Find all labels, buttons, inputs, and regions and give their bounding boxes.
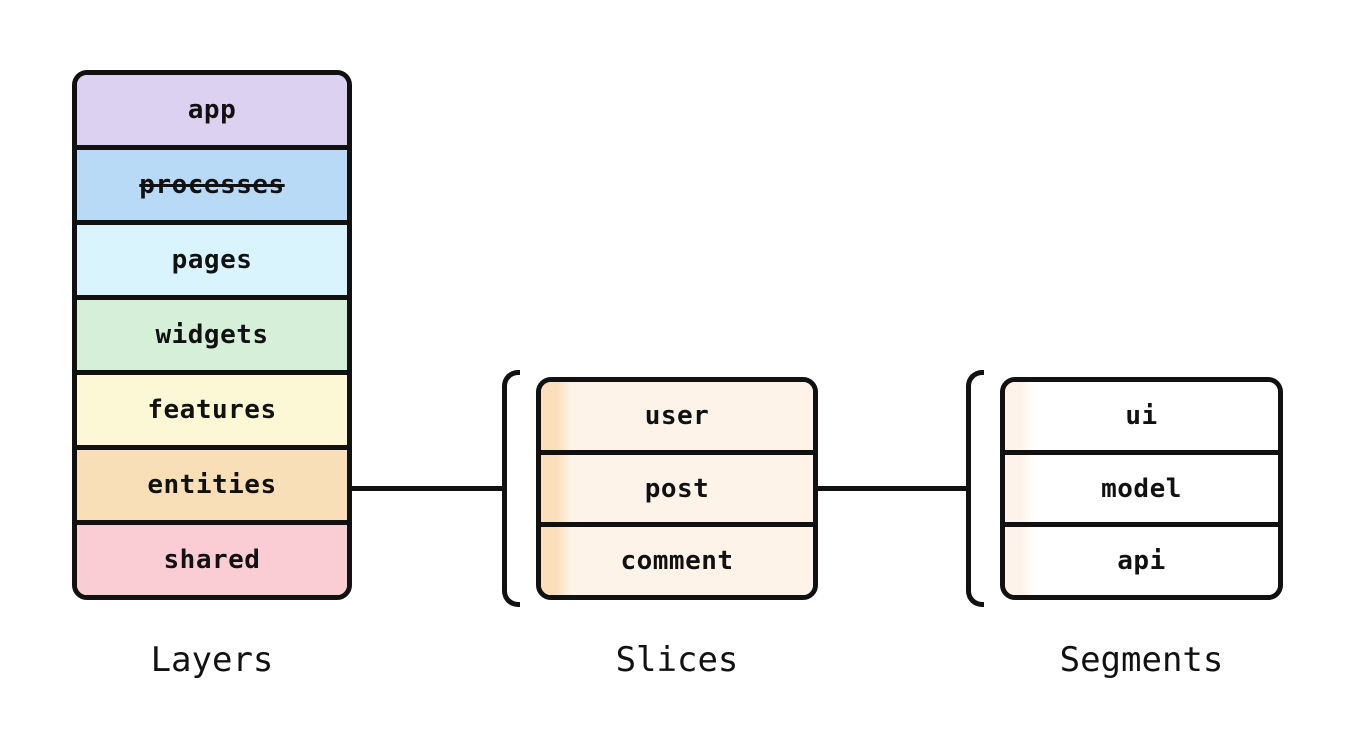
- connector-line-layers-slices: [350, 486, 504, 491]
- slice-label-comment: comment: [620, 546, 734, 577]
- segments-box: ui model api: [1000, 377, 1283, 600]
- slice-row-post: post: [541, 454, 813, 528]
- connector-line-slices-segments: [816, 486, 968, 491]
- layer-row-widgets: widgets: [77, 300, 347, 375]
- slice-label-user: user: [644, 400, 710, 431]
- layer-row-processes: processes: [77, 150, 347, 225]
- caption-layers: Layers: [150, 640, 274, 680]
- slices-box: user post comment: [536, 377, 818, 600]
- layer-row-shared: shared: [77, 525, 347, 595]
- segment-row-model: model: [1005, 454, 1278, 528]
- layer-label-pages: pages: [171, 245, 253, 275]
- segment-label-api: api: [1117, 546, 1166, 577]
- layer-label-features: features: [147, 395, 277, 425]
- layer-row-entities: entities: [77, 450, 347, 525]
- segment-label-ui: ui: [1125, 400, 1158, 431]
- layer-label-shared: shared: [163, 545, 261, 575]
- open-paren-bracket-slices: [502, 370, 520, 607]
- layer-row-features: features: [77, 375, 347, 450]
- segment-label-model: model: [1101, 473, 1182, 504]
- layers-box: app processes pages widgets features ent…: [72, 70, 352, 600]
- segment-row-ui: ui: [1005, 382, 1278, 455]
- layer-label-app: app: [187, 95, 237, 125]
- segment-row-api: api: [1005, 527, 1278, 595]
- layer-row-app: app: [77, 75, 347, 150]
- layer-label-widgets: widgets: [155, 320, 269, 350]
- layer-label-entities: entities: [147, 470, 277, 500]
- layer-label-processes: processes: [139, 170, 285, 200]
- caption-segments: Segments: [1059, 640, 1224, 680]
- layer-row-pages: pages: [77, 225, 347, 300]
- open-paren-bracket-segments: [966, 370, 984, 607]
- slice-row-comment: comment: [541, 527, 813, 595]
- slice-row-user: user: [541, 382, 813, 455]
- slice-label-post: post: [644, 473, 710, 504]
- caption-slices: Slices: [615, 640, 739, 680]
